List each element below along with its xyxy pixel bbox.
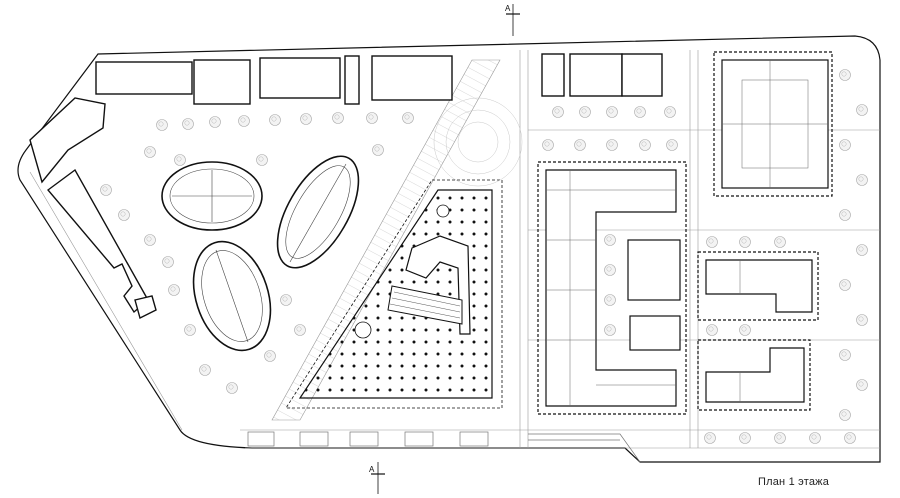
south-plaza [247, 431, 641, 463]
diagonal-walkway [271, 59, 501, 421]
east-blocks [697, 51, 833, 411]
pavilion-interiors [169, 163, 351, 343]
plan-caption: План 1 этажа [758, 476, 830, 488]
section-marker-top: A [505, 4, 520, 36]
residential-block-grid [546, 170, 676, 406]
residential-block [537, 161, 687, 415]
central-hall [285, 97, 523, 409]
section-label-top: A [505, 4, 511, 13]
section-marker-bottom: A [369, 462, 385, 494]
section-label-bottom: A [369, 465, 375, 474]
site-boundary [17, 35, 881, 463]
east-blocks-interior [722, 60, 828, 402]
perimeter-buildings [29, 53, 663, 320]
